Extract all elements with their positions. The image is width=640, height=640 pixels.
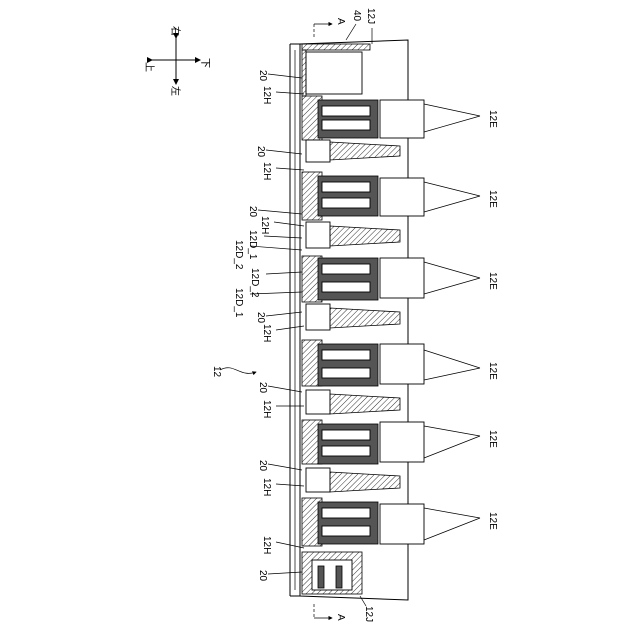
label-12H: 12H <box>259 216 270 234</box>
label-12H: 12H <box>261 400 272 418</box>
module-4 <box>302 340 424 414</box>
section-label-bottom: A <box>335 614 346 621</box>
label-12H: 12H <box>261 324 272 342</box>
label-20: 20 <box>247 206 258 218</box>
compass-down: 下 <box>199 58 210 68</box>
label-12H: 12H <box>261 478 272 496</box>
label-12E: 12E <box>487 190 498 208</box>
label-12E: 12E <box>487 272 498 290</box>
label-12E: 12E <box>487 362 498 380</box>
label-20: 20 <box>257 70 268 82</box>
label-20: 20 <box>257 382 268 394</box>
compass-right: 右 <box>169 26 182 36</box>
section-label-top: A <box>335 18 346 25</box>
module-1 <box>302 96 424 162</box>
compass-up: 上 <box>143 62 155 72</box>
label-12D-1: 12D_1 <box>233 288 244 318</box>
label-12E: 12E <box>487 430 498 448</box>
label-20: 20 <box>257 460 268 472</box>
right-labels: 12E 12E 12E 12E 12E 12E <box>424 104 498 540</box>
compass: 上 下 右 左 <box>143 26 210 96</box>
label-20: 20 <box>255 312 266 324</box>
modules <box>302 96 424 546</box>
label-12E: 12E <box>487 110 498 128</box>
label-12D-2: 12D_2 <box>233 240 244 270</box>
module-6 <box>302 498 424 546</box>
label-12D-1: 12D_1 <box>247 230 258 260</box>
module-3 <box>302 256 424 330</box>
module-5 <box>302 420 424 492</box>
compass-left: 左 <box>169 86 182 96</box>
module-2 <box>302 172 424 248</box>
ref-12: 12 <box>211 366 256 378</box>
label-12E: 12E <box>487 512 498 530</box>
label-12: 12 <box>211 366 222 378</box>
label-40: 40 <box>351 10 362 22</box>
label-12H: 12H <box>261 86 272 104</box>
label-12J-bottom: 12J <box>363 606 374 622</box>
label-12J-top: 12J <box>365 8 376 24</box>
label-20: 20 <box>257 570 268 582</box>
label-12H: 12H <box>261 536 272 554</box>
label-12H: 12H <box>261 162 272 180</box>
left-labels: 20 12H 20 12H 20 12H 12D_1 12D_2 12D_2 1… <box>233 70 304 582</box>
label-20: 20 <box>255 146 266 158</box>
